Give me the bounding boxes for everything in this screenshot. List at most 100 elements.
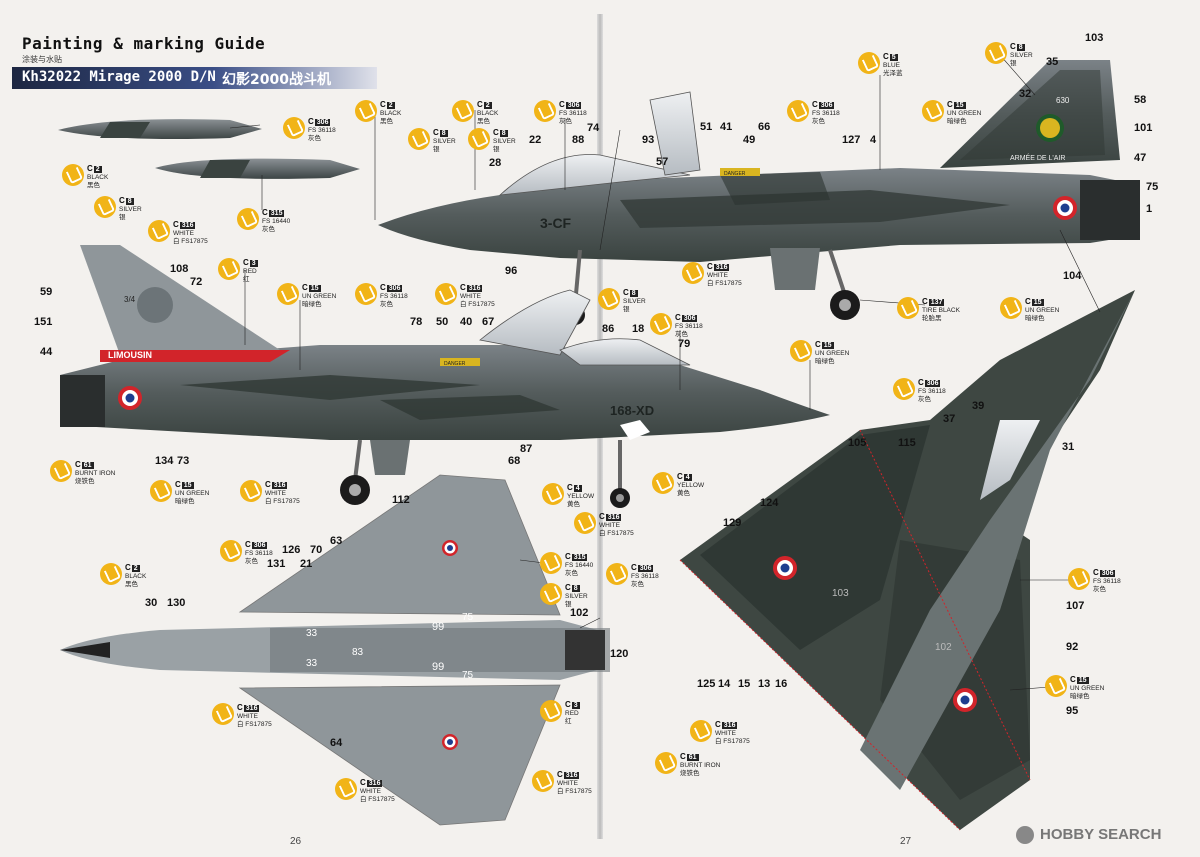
paint-pot-icon [787, 100, 809, 122]
tail-red-band [100, 350, 290, 362]
roundel-top-right [953, 688, 977, 712]
landing-gear-left [340, 439, 630, 508]
part-number: 87 [520, 443, 533, 455]
part-number: 79 [678, 338, 691, 350]
part-number: 57 [656, 156, 669, 168]
paint-pot-icon [218, 258, 240, 280]
paint-pot-icon [355, 100, 377, 122]
part-number: 14 [718, 678, 731, 690]
page-number-right: 27 [900, 836, 912, 847]
part-number: 120 [610, 648, 629, 660]
tail-text: LIMOUSIN [108, 350, 152, 360]
part-number: 4 [870, 134, 877, 146]
paint-pot-icon [922, 100, 944, 122]
part-number: 115 [898, 437, 916, 449]
part-number: 78 [410, 316, 423, 328]
part-number: 75 [1146, 181, 1159, 193]
paint-pot-icon [50, 460, 72, 482]
part-number: 28 [489, 157, 502, 169]
part-number: 105 [848, 437, 867, 449]
part-number: 86 [602, 323, 615, 335]
part-number: 64 [330, 737, 343, 749]
part-number: 51 [700, 121, 713, 133]
side-code-right: 3-CF [540, 215, 572, 231]
roundel-underside-bottom [442, 734, 458, 750]
paint-pot-icon [277, 283, 299, 305]
part-number: 72 [190, 276, 203, 288]
paint-pot-icon [542, 483, 564, 505]
part-number: 126 [282, 544, 301, 556]
page-number-left: 26 [290, 836, 302, 847]
paint-pot-icon [682, 262, 704, 284]
underside-number-a: 99 [432, 621, 444, 633]
stencil-right: DANGER [724, 171, 746, 177]
part-number: 102 [570, 607, 589, 619]
paint-pot-icon [408, 128, 430, 150]
part-number: 21 [300, 558, 313, 570]
part-number: 59 [40, 286, 53, 298]
part-number: 112 [392, 494, 410, 506]
part-number: 93 [642, 134, 655, 146]
paint-pot-icon [598, 288, 620, 310]
shark-mouth [620, 420, 650, 440]
part-number: 130 [167, 597, 186, 609]
paint-pot-icon [606, 563, 628, 585]
paint-pot-icon [690, 720, 712, 742]
paint-pot-icon [893, 378, 915, 400]
aircraft-left-profile: LIMOUSIN 3/4 168-XD DANGER [60, 245, 830, 508]
paint-pot-icon [858, 52, 880, 74]
part-number: 58 [1134, 94, 1147, 106]
part-number: 96 [505, 265, 518, 277]
part-number: 30 [145, 597, 158, 609]
kit-banner [12, 67, 377, 89]
part-number: 70 [310, 544, 323, 556]
part-number: 124 [760, 497, 779, 509]
air-force-text: ARMÉE DE L'AIR [1010, 153, 1065, 162]
part-number: 73 [177, 455, 190, 467]
tail-number: 3/4 [124, 295, 136, 304]
paint-pot-icon [212, 703, 234, 725]
part-number: 134 [155, 455, 174, 467]
paint-pot-icon [1000, 297, 1022, 319]
part-number: 101 [1134, 122, 1153, 134]
aircraft-right-profile: 3-CF ARMÉE DE L'AIR 630 DANGER [378, 60, 1140, 325]
part-number: 107 [1066, 600, 1085, 612]
paint-pot-icon [574, 512, 596, 534]
part-number: 35 [1046, 56, 1059, 68]
part-number: 103 [1085, 32, 1104, 44]
underside-number-a2: 99 [432, 661, 444, 673]
underside-number-b: 75 [462, 612, 474, 623]
leader-lines [229, 54, 1101, 691]
paint-pot-icon [790, 340, 812, 362]
part-number: 63 [330, 535, 343, 547]
paint-pot-icon [220, 540, 242, 562]
watermark: HOBBY SEARCH [1040, 826, 1162, 843]
paint-pot-icon [655, 752, 677, 774]
part-number: 104 [1063, 270, 1082, 282]
part-number: 68 [508, 455, 521, 467]
part-number: 18 [632, 323, 645, 335]
part-number: 67 [482, 316, 495, 328]
